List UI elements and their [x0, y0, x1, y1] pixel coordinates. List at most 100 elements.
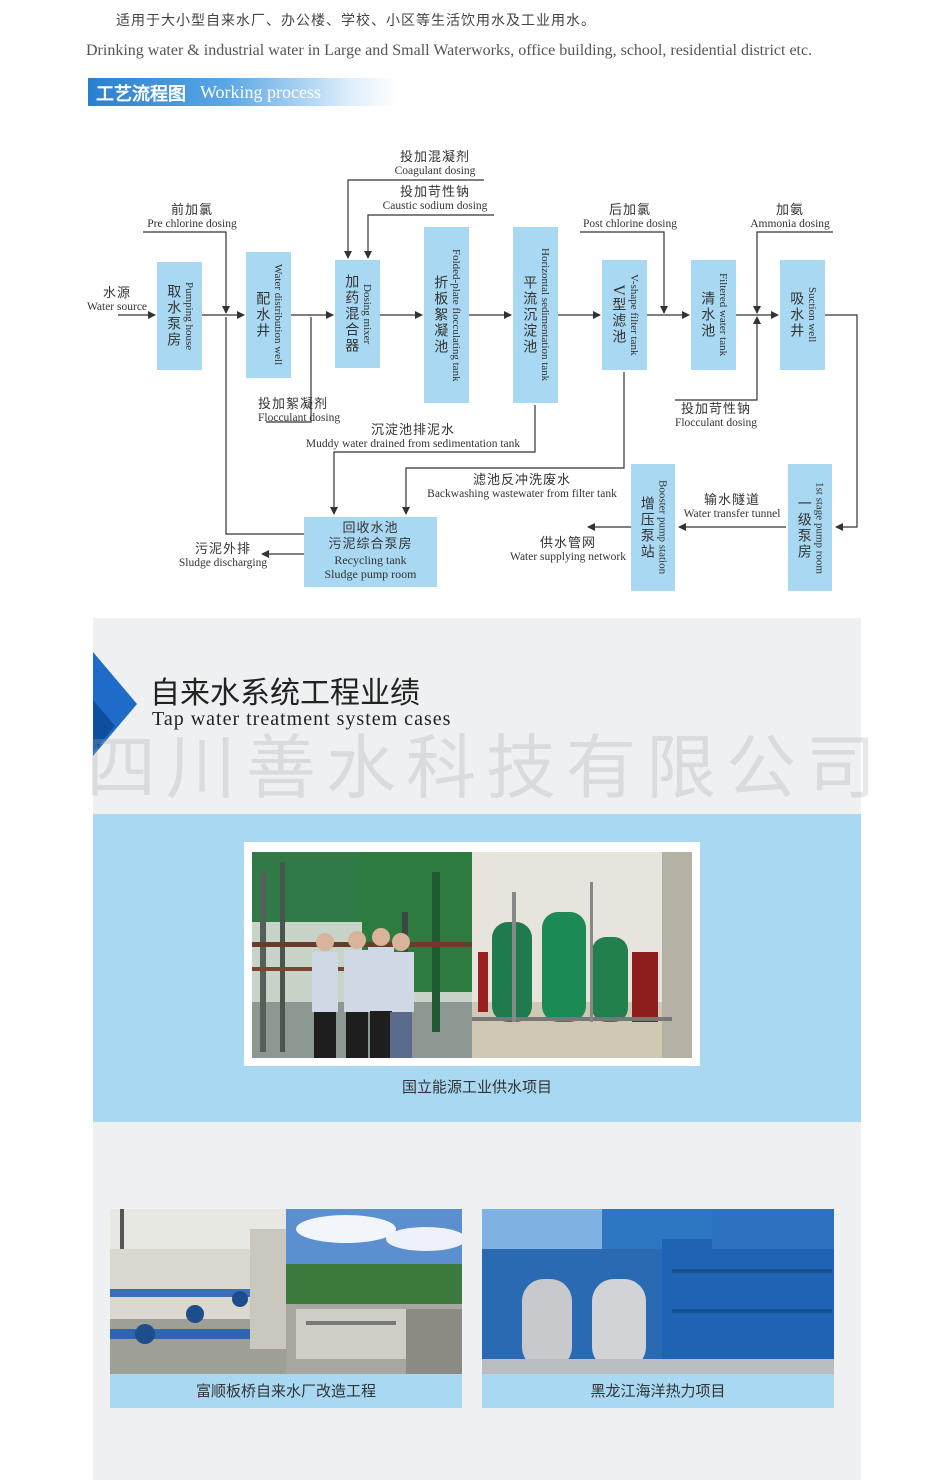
dosing-mixer-en: Dosing mixer: [361, 283, 374, 345]
pumping-house-box: 取水泵房 Pumping house: [157, 262, 202, 370]
dosing-mixer-box: 加药混合器 Dosing mixer: [335, 260, 380, 368]
ammonia-label: 加氨 Ammonia dosing: [738, 204, 842, 230]
distribution-well-en: Water distribution well: [272, 264, 285, 366]
pre-chlorine-en: Pre chlorine dosing: [147, 217, 237, 230]
flocculant2-cn: 投加苛性钠: [680, 402, 751, 417]
section-header-bar: [88, 78, 398, 106]
sedimentation-tank-en: Horizontal sedimentation tank: [539, 248, 552, 382]
coagulant-en: Coagulant dosing: [394, 164, 476, 177]
suction-well-en: Suction well: [806, 287, 819, 343]
intro-chinese: 适用于大小型自来水厂、办公楼、学校、小区等生活饮用水及工业用水。: [116, 13, 596, 29]
arrow-flocculant-2: [675, 316, 761, 401]
arrow-suction-to-pump: [824, 314, 858, 531]
sludge-en: Sludge discharging: [178, 556, 268, 569]
post-chlorine-en: Post chlorine dosing: [583, 217, 677, 230]
ammonia-en: Ammonia dosing: [750, 217, 830, 230]
booster-station-box: 增压泵站 Booster pump station: [631, 464, 675, 591]
transfer-en: Water transfer tunnel: [683, 507, 781, 520]
suction-well-cn: 吸水井: [788, 291, 805, 339]
project3-caption: 黑龙江海洋热力项目: [482, 1374, 834, 1408]
sedimentation-tank-box: 平流沉淀池 Horizontal sedimentation tank: [513, 227, 558, 403]
flocculating-tank-box: 折板絮凝池 Folded-plate flocculating tank: [424, 227, 469, 403]
coagulant-label: 投加混凝剂 Coagulant dosing: [375, 151, 495, 177]
backwash-label: 滤池反冲洗废水 Backwashing wastewater from filt…: [410, 474, 634, 500]
first-stage-pump-en: 1st stage pump room: [813, 481, 826, 574]
water-source-label: 水源 Water source: [80, 287, 154, 313]
coagulant-cn: 投加混凝剂: [399, 150, 470, 165]
post-chlorine-cn: 后加氯: [608, 203, 651, 218]
backwash-en: Backwashing wastewater from filter tank: [427, 487, 617, 500]
pumping-house-cn: 取水泵房: [165, 284, 182, 348]
filtered-tank-cn: 清水池: [699, 291, 716, 339]
project2-photo-left-image: [110, 1209, 286, 1374]
supply-network-label: 供水管网 Water supplying network: [502, 537, 634, 563]
project1-caption: 国立能源工业供水项目: [401, 1078, 552, 1096]
post-chlorine-label: 后加氯 Post chlorine dosing: [568, 204, 692, 230]
v-filter-cn: V型滤池: [610, 284, 627, 346]
project2-photo-right-image: [286, 1209, 462, 1374]
cases-title-english: Tap water treatment system cases: [152, 708, 452, 730]
v-filter-box: V型滤池 V-shape filter tank: [602, 260, 647, 370]
flocculating-tank-cn: 折板絮凝池: [432, 275, 449, 355]
filtered-tank-box: 清水池 Filtered water tank: [691, 260, 736, 370]
arrow-backwash: [402, 372, 625, 515]
sludge-label: 污泥外排 Sludge discharging: [170, 543, 276, 569]
flocculant1-en: Flocculant dosing: [258, 411, 341, 424]
recycling-cn1: 回收水池: [342, 520, 399, 536]
supply-cn: 供水管网: [539, 536, 596, 551]
pumping-house-en: Pumping house: [183, 281, 196, 351]
suction-well-box: 吸水井 Suction well: [780, 260, 825, 370]
caustic-cn: 投加苛性钠: [399, 185, 470, 200]
intro-english: Drinking water & industrial water in Lar…: [86, 42, 813, 59]
project1-photo-left: [252, 852, 472, 1058]
dosing-mixer-cn: 加药混合器: [343, 274, 360, 354]
arrow-coagulant: [344, 179, 484, 259]
cases-logo-triangle-dark: [93, 700, 115, 752]
pre-chlorine-label: 前加氯 Pre chlorine dosing: [130, 204, 254, 230]
sludge-cn: 污泥外排: [194, 542, 251, 557]
filtered-tank-en: Filtered water tank: [717, 273, 730, 357]
muddy-en: Muddy water drained from sedimentation t…: [305, 437, 521, 450]
section-title-english: Working process: [200, 82, 322, 102]
cases-title-chinese: 自来水系统工程业绩: [150, 676, 420, 711]
arrow-ammonia: [753, 231, 833, 314]
line-flocculant-1: [266, 317, 312, 423]
transfer-cn: 输水隧道: [703, 493, 760, 508]
flow-connectors: [118, 179, 858, 558]
water-source-cn: 水源: [102, 286, 131, 301]
recycling-box: 回收水池 污泥综合泵房 Recycling tank Sludge pump r…: [304, 517, 437, 587]
recycling-en2: Sludge pump room: [324, 567, 417, 582]
flocculating-tank-en: Folded-plate flocculating tank: [450, 248, 463, 382]
project2-caption: 富顺板桥自来水厂改造工程: [110, 1374, 462, 1408]
recycling-cn2: 污泥综合泵房: [328, 536, 413, 552]
backwash-cn: 滤池反冲洗废水: [472, 473, 571, 488]
project1-photo-right-image: [472, 852, 692, 1058]
flocculant-label-1: 投加絮凝剂 Flocculant dosing: [258, 398, 362, 424]
caustic-label: 投加苛性钠 Caustic sodium dosing: [368, 186, 502, 212]
flocculant1-cn: 投加絮凝剂: [258, 397, 329, 412]
arrow-post-chlorine: [580, 231, 668, 314]
booster-station-en: Booster pump station: [656, 480, 669, 575]
sedimentation-tank-cn: 平流沉淀池: [521, 275, 538, 355]
first-stage-pump-box: 一级泵房 1st stage pump room: [788, 464, 832, 591]
water-source-en: Water source: [86, 300, 148, 313]
project3-photo: [482, 1209, 834, 1374]
transfer-tunnel-label: 输水隧道 Water transfer tunnel: [676, 494, 788, 520]
ammonia-cn: 加氨: [775, 203, 804, 218]
v-filter-en: V-shape filter tank: [628, 274, 641, 356]
arrow-pre-chlorine: [143, 231, 230, 314]
pre-chlorine-cn: 前加氯: [170, 203, 213, 218]
project2-photo-right: [286, 1209, 462, 1374]
muddy-cn: 沉淀池排泥水: [370, 423, 455, 438]
project3-photo-image: [482, 1209, 834, 1374]
flocculant-label-2: 投加苛性钠 Flocculant dosing: [664, 403, 768, 429]
project1-photo-right: [472, 852, 692, 1058]
booster-station-cn: 增压泵站: [638, 495, 655, 560]
distribution-well-box: 配水井 Water distribution well: [246, 252, 291, 378]
first-stage-pump-cn: 一级泵房: [795, 495, 812, 560]
company-watermark: 四川善水科技有限公司: [86, 727, 886, 809]
muddy-water-label: 沉淀池排泥水 Muddy water drained from sediment…: [290, 424, 536, 450]
section-title-chinese: 工艺流程图: [96, 84, 186, 105]
project1-photo-left-image: [252, 852, 472, 1058]
line-recycle-return: [225, 317, 304, 535]
